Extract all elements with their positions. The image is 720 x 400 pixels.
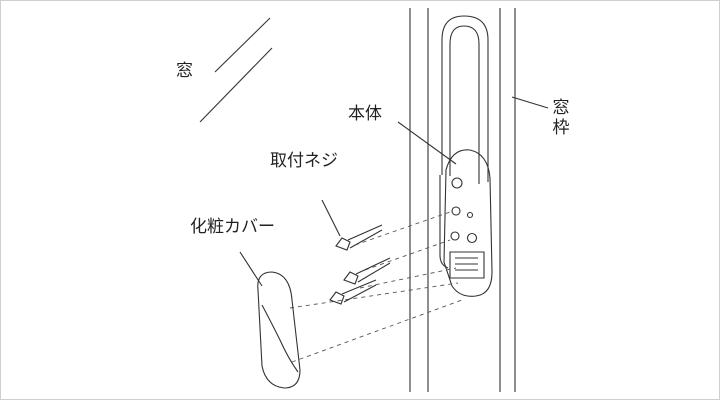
decorative-cover [257, 271, 301, 389]
screw-lower [329, 279, 377, 305]
lock-body [439, 15, 493, 297]
screw-upper [335, 224, 383, 251]
label-window: 窓 [176, 61, 193, 81]
alignment-guides [289, 211, 463, 363]
lock-plate [443, 149, 493, 297]
label-mounting-screw: 取付ネジ [270, 151, 338, 171]
label-window-frame: 窓枠 [552, 98, 570, 139]
screw-middle [343, 257, 391, 285]
label-decorative-cover: 化粧カバー [190, 217, 275, 237]
label-body: 本体 [348, 104, 382, 124]
leader-lines [239, 96, 549, 287]
window-glass-lines [199, 17, 273, 123]
window-frame-rails [409, 8, 516, 392]
lock-handle-loop [441, 15, 489, 182]
